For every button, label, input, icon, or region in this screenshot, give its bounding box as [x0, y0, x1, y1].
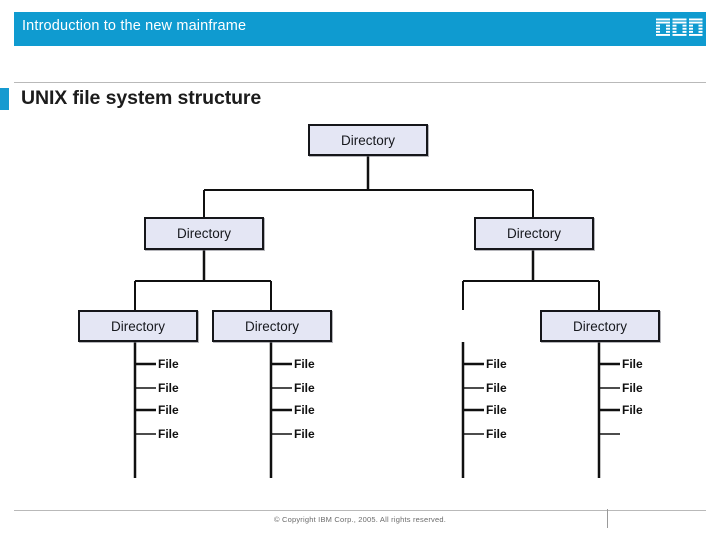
- title-divider: [14, 82, 706, 83]
- directory-node-label: Directory: [572, 318, 627, 334]
- file-node-label: File: [622, 403, 643, 417]
- header-title: Introduction to the new mainframe: [22, 18, 247, 34]
- directory-node-l2b: Directory: [474, 217, 594, 250]
- footer-vertical-divider: [607, 509, 608, 528]
- file-node-label: File: [486, 381, 507, 395]
- directory-node-label: Directory: [244, 318, 299, 334]
- directory-node-l2a: Directory: [144, 217, 264, 250]
- file-node-label: File: [294, 357, 315, 371]
- file-node-label: File: [622, 381, 643, 395]
- footer-divider-line: [14, 510, 706, 511]
- file-node-label: File: [158, 381, 179, 395]
- ibm-logo-icon: [656, 18, 703, 36]
- directory-node-root: Directory: [308, 124, 428, 156]
- file-node-label: File: [486, 357, 507, 371]
- file-node-label: File: [294, 381, 315, 395]
- file-node-label: File: [486, 403, 507, 417]
- file-node-label: File: [294, 427, 315, 441]
- file-node-label: File: [158, 403, 179, 417]
- directory-node-l3a: Directory: [78, 310, 198, 342]
- footer-copyright: © Copyright IBM Corp., 2005. All rights …: [273, 515, 447, 524]
- header-bar: [14, 12, 706, 46]
- title-accent-marker: [0, 88, 9, 110]
- directory-node-label: Directory: [110, 318, 165, 334]
- file-node-label: File: [486, 427, 507, 441]
- file-node-label: File: [622, 357, 643, 371]
- directory-node-label: Directory: [506, 226, 561, 241]
- directory-node-label: Directory: [340, 132, 395, 148]
- directory-node-label: Directory: [176, 226, 231, 241]
- file-node-label: File: [158, 427, 179, 441]
- directory-node-l3b: Directory: [212, 310, 332, 342]
- file-node-label: File: [294, 403, 315, 417]
- file-trunk-lines: [133, 342, 620, 478]
- page-title: UNIX file system structure: [21, 87, 262, 109]
- directory-node-l3c: Directory: [540, 310, 660, 342]
- tree-connectors: [134, 156, 600, 310]
- file-node-label: File: [158, 357, 179, 371]
